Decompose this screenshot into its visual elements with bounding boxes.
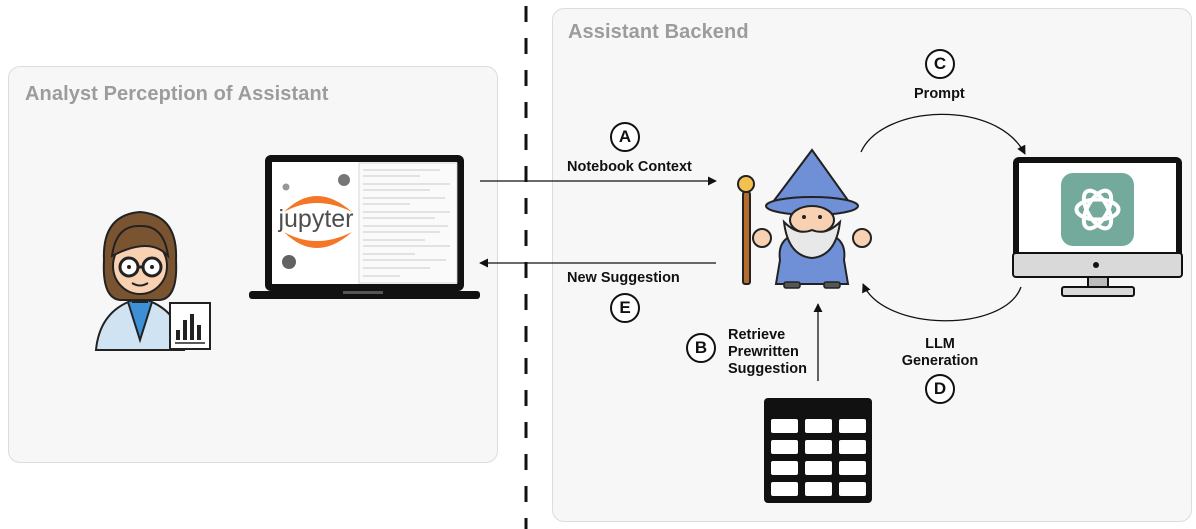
label-llm-generation-block: LLM Generation (898, 336, 982, 370)
step-a-badge: A (610, 122, 640, 152)
label-retrieve-line-2: Prewritten (728, 344, 799, 360)
step-e-badge: E (610, 293, 640, 323)
jupyter-logo-icon (282, 174, 352, 269)
laptop-icon (249, 155, 480, 299)
label-retrieve-block: Retrieve Prewritten Suggestion (728, 327, 807, 378)
label-notebook-context: Notebook Context (567, 159, 692, 175)
label-new-suggestion: New Suggestion (567, 270, 680, 286)
step-b-badge: B (686, 333, 716, 363)
database-table-icon (764, 398, 872, 503)
openai-logo-icon (1061, 173, 1134, 246)
left-panel-title: Analyst Perception of Assistant (25, 83, 329, 105)
label-llm-line-2: Generation (901, 353, 979, 369)
right-panel-title: Assistant Backend (568, 21, 749, 43)
notebook-panel-lines (363, 169, 450, 277)
wizard-icon (737, 148, 872, 289)
step-d-badge: D (925, 374, 955, 404)
label-retrieve-line-1: Retrieve (728, 327, 786, 343)
label-retrieve-line-3: Suggestion (728, 361, 807, 377)
arrow-llm-generation (862, 283, 1022, 322)
label-prompt: Prompt (914, 86, 965, 102)
arrow-prompt (860, 113, 1026, 155)
label-llm-line-1: LLM (925, 336, 955, 352)
step-c-badge: C (925, 49, 955, 79)
jupyter-logo-text: jupyter (277, 205, 353, 233)
analyst-icon (94, 210, 211, 351)
